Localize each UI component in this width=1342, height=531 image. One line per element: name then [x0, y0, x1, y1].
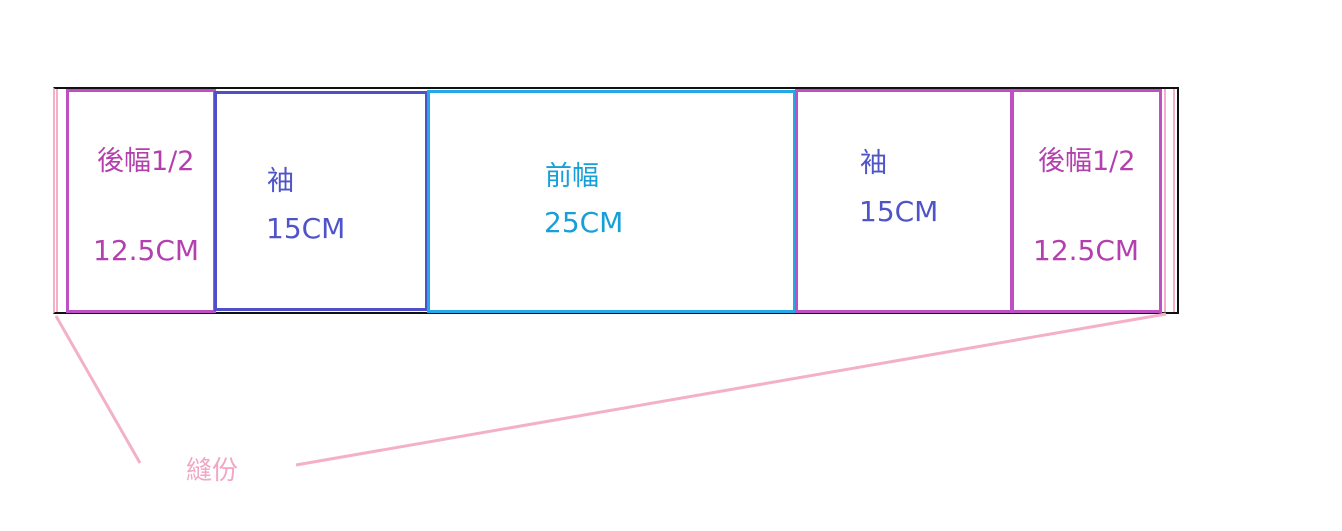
seam-allowance-label: 縫份 — [186, 456, 239, 486]
sleeve-panel-right: 袖 15CM — [795, 89, 1013, 313]
back-panel-right-label: 後幅1/2 — [1038, 146, 1136, 177]
sleeve-panel-right-label: 袖 — [860, 148, 887, 179]
back-panel-right-measure: 12.5CM — [1033, 234, 1140, 267]
front-panel-measure: 25CM — [544, 206, 624, 239]
back-panel-left-measure: 12.5CM — [93, 234, 200, 267]
front-panel: 前幅 25CM — [427, 90, 796, 313]
right-allowance-pointer-line — [295, 312, 1167, 467]
left-seam-allowance-line — [56, 89, 58, 312]
back-panel-left-label: 後幅1/2 — [97, 146, 195, 177]
sleeve-panel-left: 袖 15CM — [214, 91, 428, 311]
right-seam-allowance-line-outer — [1173, 89, 1175, 312]
right-seam-allowance-line — [1164, 89, 1166, 312]
back-panel-left: 後幅1/2 12.5CM — [66, 89, 216, 313]
sleeve-panel-left-label: 袖 — [267, 166, 294, 197]
left-allowance-pointer-line — [54, 315, 142, 464]
sleeve-panel-left-measure: 15CM — [266, 212, 346, 245]
sleeve-panel-right-measure: 15CM — [859, 195, 939, 228]
front-panel-label: 前幅 — [545, 161, 599, 192]
back-panel-right: 後幅1/2 12.5CM — [1011, 89, 1162, 313]
